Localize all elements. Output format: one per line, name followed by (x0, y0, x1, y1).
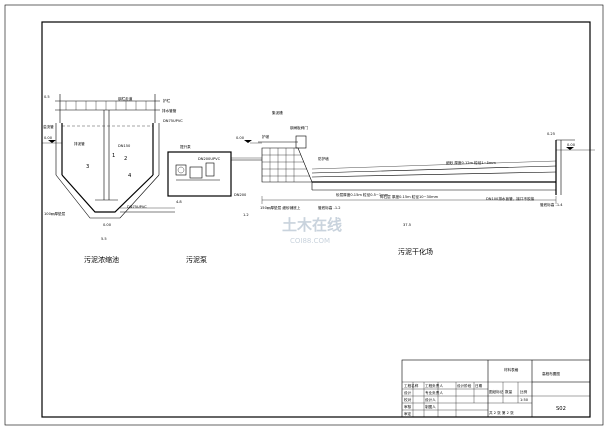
tb-r4: 制图人 (425, 404, 436, 409)
tb-r3: 设计人 (425, 397, 436, 402)
sluice-gate-label: 钢闸板阀门 (290, 125, 308, 130)
watermark: 土木在线 COI88.COM (282, 216, 342, 245)
walkway-label: 钢栏走道 (118, 96, 133, 101)
cushion-label: 100㎜厚垫层 (44, 211, 66, 216)
section-title-bed: 污泥干化场 (398, 247, 433, 256)
inlet-pipe-label: 排水管管 (162, 108, 177, 113)
callout-3: 3 (86, 164, 89, 170)
pvc-label-1: DN75UPVC (163, 119, 183, 123)
section-title-pump: 污泥泵 (186, 256, 207, 264)
tb-sheet-info: 共 2 张 第 2 张 (489, 410, 514, 415)
dim-r2: 0.00 (567, 143, 576, 147)
dim-width: 5.5 (101, 237, 107, 241)
tb-stage: 设计阶段 (457, 383, 472, 388)
layer-3-label: 管底标高 -1.2 (318, 205, 341, 210)
pipe-mark-label: 护坡 (262, 134, 270, 139)
drawing-title: 高程布置图 (542, 371, 560, 376)
drawing-number: S02 (556, 406, 566, 412)
title-block: 材料表格 高程布置图 S02 工程名称 设计 校对 审核 审定 工程负责人 专业… (401, 359, 591, 418)
material-table-label: 材料表格 (504, 367, 519, 372)
drain-well-label: 集泥槽 (272, 110, 283, 115)
pump-room-label: 提升泵 (180, 144, 191, 149)
thickening-tank: 0.00 0.5 溢流管 钢栏走道 护栏 排水管管 DN75UPVC DN150… (42, 94, 183, 264)
inner-frame (41, 21, 591, 418)
level-mark-b: 0.00 (103, 223, 112, 227)
level-mark-c: 0.00 (236, 136, 245, 140)
wall-label: 防护墙 (318, 156, 329, 161)
callout-1: 1 (112, 153, 115, 159)
drying-bed: 0.00 护坡 集泥槽 钢闸板阀门 防护墙 150㎜厚垫层 细砂铺底上 砂层厚度… (236, 110, 595, 256)
layer-2-label: 砂层厚度0.15m 粒径0.5~1mm (336, 192, 389, 197)
dim-total: 1.2 (243, 213, 249, 217)
tb-project: 工程名称 (404, 383, 419, 388)
tb-date: 日期 (475, 383, 483, 388)
level-mark-a: 0.00 (44, 136, 53, 140)
tb-approver: 审定 (404, 411, 412, 416)
railing-label: 护栏 (163, 98, 171, 103)
tb-cell-c: 比例 (520, 389, 528, 394)
callout-4: 4 (128, 173, 132, 179)
dim-pump: 4.8 (176, 200, 182, 204)
dn200-pvc-label: DN200UPVC (198, 157, 221, 161)
tb-reviewer: 审核 (404, 404, 412, 409)
section-title-tank: 污泥浓缩池 (84, 255, 119, 264)
pump-station: 提升泵 DN200UPVC 4.8 DN200 污泥泵 (167, 144, 262, 264)
layer-6-label: DN100排水盲管，接口不胶接 (486, 196, 535, 201)
dn150-label: DN150 (118, 144, 131, 148)
tb-r1: 工程负责人 (425, 383, 443, 388)
tb-cell-b: 数量 (505, 389, 513, 394)
tb-checker: 校对 (404, 397, 412, 402)
tb-cell-a: 图纸标记 (489, 389, 504, 394)
pvc-label-2: DN75UPVC (127, 205, 147, 209)
outer-frame (4, 4, 604, 426)
dim-bed: 37.5 (403, 223, 411, 227)
watermark-main: 土木在线 (282, 216, 342, 234)
tb-designer: 设计 (404, 390, 412, 395)
dim-top-left: 0.5 (44, 95, 50, 99)
sludge-pipe-label: 排泥管 (74, 141, 85, 146)
layer-1-label: 150㎜厚垫层 细砂铺底上 (260, 205, 301, 210)
overflow-pipe-label: 溢流管 (43, 124, 54, 129)
callout-2: 2 (124, 156, 127, 162)
dn200-label: DN200 (234, 193, 247, 197)
layer-5-label: 细砂 厚度0.12m 粒径1~5mm (446, 160, 496, 165)
tb-r2: 专业负责人 (425, 390, 443, 395)
watermark-sub: COI88.COM (290, 237, 330, 245)
layer-4-label: 碎石层 厚度0.15m 粒径10~30mm (380, 194, 439, 199)
dim-r1: 0.25 (547, 132, 555, 136)
tb-cell-d: 1:50 (520, 398, 529, 402)
layer-7-label: 管底标高 -1.4 (540, 202, 563, 207)
